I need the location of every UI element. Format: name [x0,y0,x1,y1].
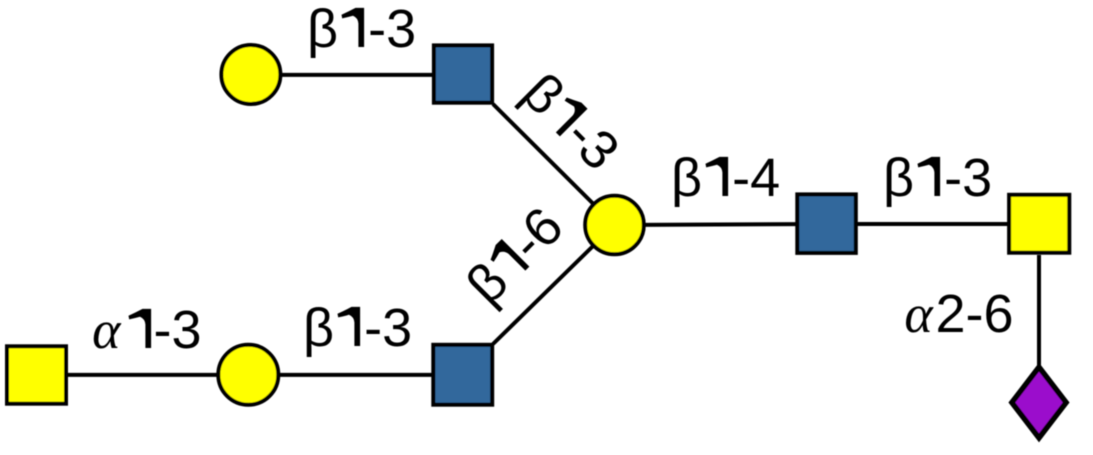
svg-text:-4: -4 [732,148,780,208]
svg-text:2-6: 2-6 [936,284,1014,344]
svg-text:α: α [92,300,122,360]
svg-text:β: β [303,298,334,358]
svg-text:α: α [904,284,934,344]
svg-text:β: β [307,0,338,59]
svg-text:-3: -3 [368,0,416,59]
svg-text:β: β [883,148,914,208]
svg-text:-3: -3 [364,298,412,358]
svg-text:-3: -3 [154,300,202,360]
svg-text:-3: -3 [944,148,992,208]
svg-text:β: β [671,148,702,208]
